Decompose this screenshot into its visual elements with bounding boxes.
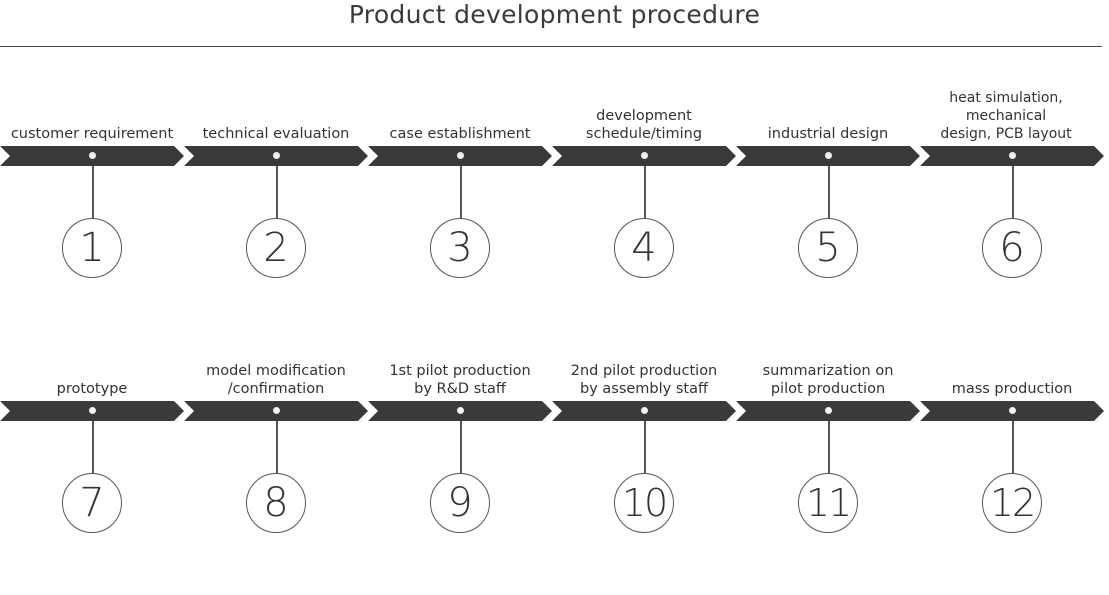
step-connector-line <box>276 421 278 473</box>
process-step: heat simulation, mechanical design, PCB … <box>920 90 1104 340</box>
step-number-circle: 10 <box>614 473 674 533</box>
step-label: summarization on pilot production <box>728 362 928 398</box>
step-connector-line <box>460 166 462 218</box>
step-number-circle: 3 <box>430 218 490 278</box>
step-label-line: case establishment <box>389 126 531 142</box>
step-number-circle: 8 <box>246 473 306 533</box>
step-label: model modification /confirmation <box>176 362 376 398</box>
step-label-line: industrial design <box>767 126 889 142</box>
step-dot <box>1009 407 1016 414</box>
step-label: prototype <box>0 380 192 398</box>
step-number-circle: 6 <box>982 218 1042 278</box>
title-divider <box>0 46 1102 47</box>
step-dot <box>641 407 648 414</box>
step-connector-line <box>460 421 462 473</box>
process-step: customer requirement 1 <box>0 100 184 340</box>
process-step: development schedule/timing 4 <box>552 100 736 340</box>
step-label-line: heat simulation, mechanical <box>949 90 1063 124</box>
step-connector-line <box>828 421 830 473</box>
step-label-line: schedule/timing <box>585 126 703 142</box>
step-dot <box>273 152 280 159</box>
step-number-circle: 2 <box>246 218 306 278</box>
step-dot <box>457 407 464 414</box>
step-connector-line <box>92 421 94 473</box>
step-label-line: customer requirement <box>10 126 174 142</box>
step-connector-line <box>1012 166 1014 218</box>
step-label-line: /confirmation <box>227 381 325 397</box>
step-connector-line <box>1012 421 1014 473</box>
step-label-line: 2nd pilot production <box>570 363 718 379</box>
step-dot <box>1009 152 1016 159</box>
step-dot <box>641 152 648 159</box>
step-label-line: model modification <box>206 363 346 379</box>
step-number-circle: 11 <box>798 473 858 533</box>
step-label: technical evaluation <box>176 125 376 143</box>
step-label-line: mass production <box>951 381 1073 397</box>
step-label-line: by assembly staff <box>580 381 708 397</box>
step-number-circle: 5 <box>798 218 858 278</box>
step-connector-line <box>92 166 94 218</box>
process-step: technical evaluation 2 <box>184 100 368 340</box>
step-label-line: summarization on <box>762 363 894 379</box>
process-step: case establishment 3 <box>368 100 552 340</box>
step-label: heat simulation, mechanical design, PCB … <box>908 89 1104 143</box>
page-title: Product development procedure <box>348 0 761 29</box>
step-label: industrial design <box>728 125 928 143</box>
step-dot <box>89 407 96 414</box>
step-dot <box>825 152 832 159</box>
step-label-line: development <box>596 108 692 124</box>
step-connector-line <box>828 166 830 218</box>
process-step: summarization on pilot production 11 <box>736 355 920 595</box>
step-number-circle: 4 <box>614 218 674 278</box>
step-label-line: prototype <box>56 381 128 397</box>
step-label: case establishment <box>360 125 560 143</box>
process-row-1: customer requirement 1 technical evaluat… <box>0 90 1109 340</box>
step-dot <box>825 407 832 414</box>
step-number-circle: 9 <box>430 473 490 533</box>
step-label: 1st pilot production by R&D staff <box>360 362 560 398</box>
process-step: model modification /confirmation 8 <box>184 355 368 595</box>
step-number-circle: 1 <box>62 218 122 278</box>
step-connector-line <box>644 166 646 218</box>
step-label-line: 1st pilot production <box>389 363 531 379</box>
step-label-line: pilot production <box>770 381 886 397</box>
process-step: mass production 12 <box>920 355 1104 595</box>
step-dot <box>273 407 280 414</box>
process-row-2: prototype 7 model modification /confirma… <box>0 355 1109 595</box>
step-label: 2nd pilot production by assembly staff <box>544 362 744 398</box>
step-label-line: by R&D staff <box>414 381 506 397</box>
step-label: customer requirement <box>0 125 192 143</box>
process-step: 1st pilot production by R&D staff 9 <box>368 355 552 595</box>
step-label-line: technical evaluation <box>202 126 350 142</box>
step-connector-line <box>276 166 278 218</box>
process-step: prototype 7 <box>0 355 184 595</box>
step-number-circle: 12 <box>982 473 1042 533</box>
process-step: 2nd pilot production by assembly staff 1… <box>552 355 736 595</box>
step-label: development schedule/timing <box>544 107 744 143</box>
step-label-line: design, PCB layout <box>940 126 1072 142</box>
step-connector-line <box>644 421 646 473</box>
step-label: mass production <box>912 380 1109 398</box>
process-step: industrial design 5 <box>736 100 920 340</box>
step-number-circle: 7 <box>62 473 122 533</box>
step-dot <box>89 152 96 159</box>
step-dot <box>457 152 464 159</box>
